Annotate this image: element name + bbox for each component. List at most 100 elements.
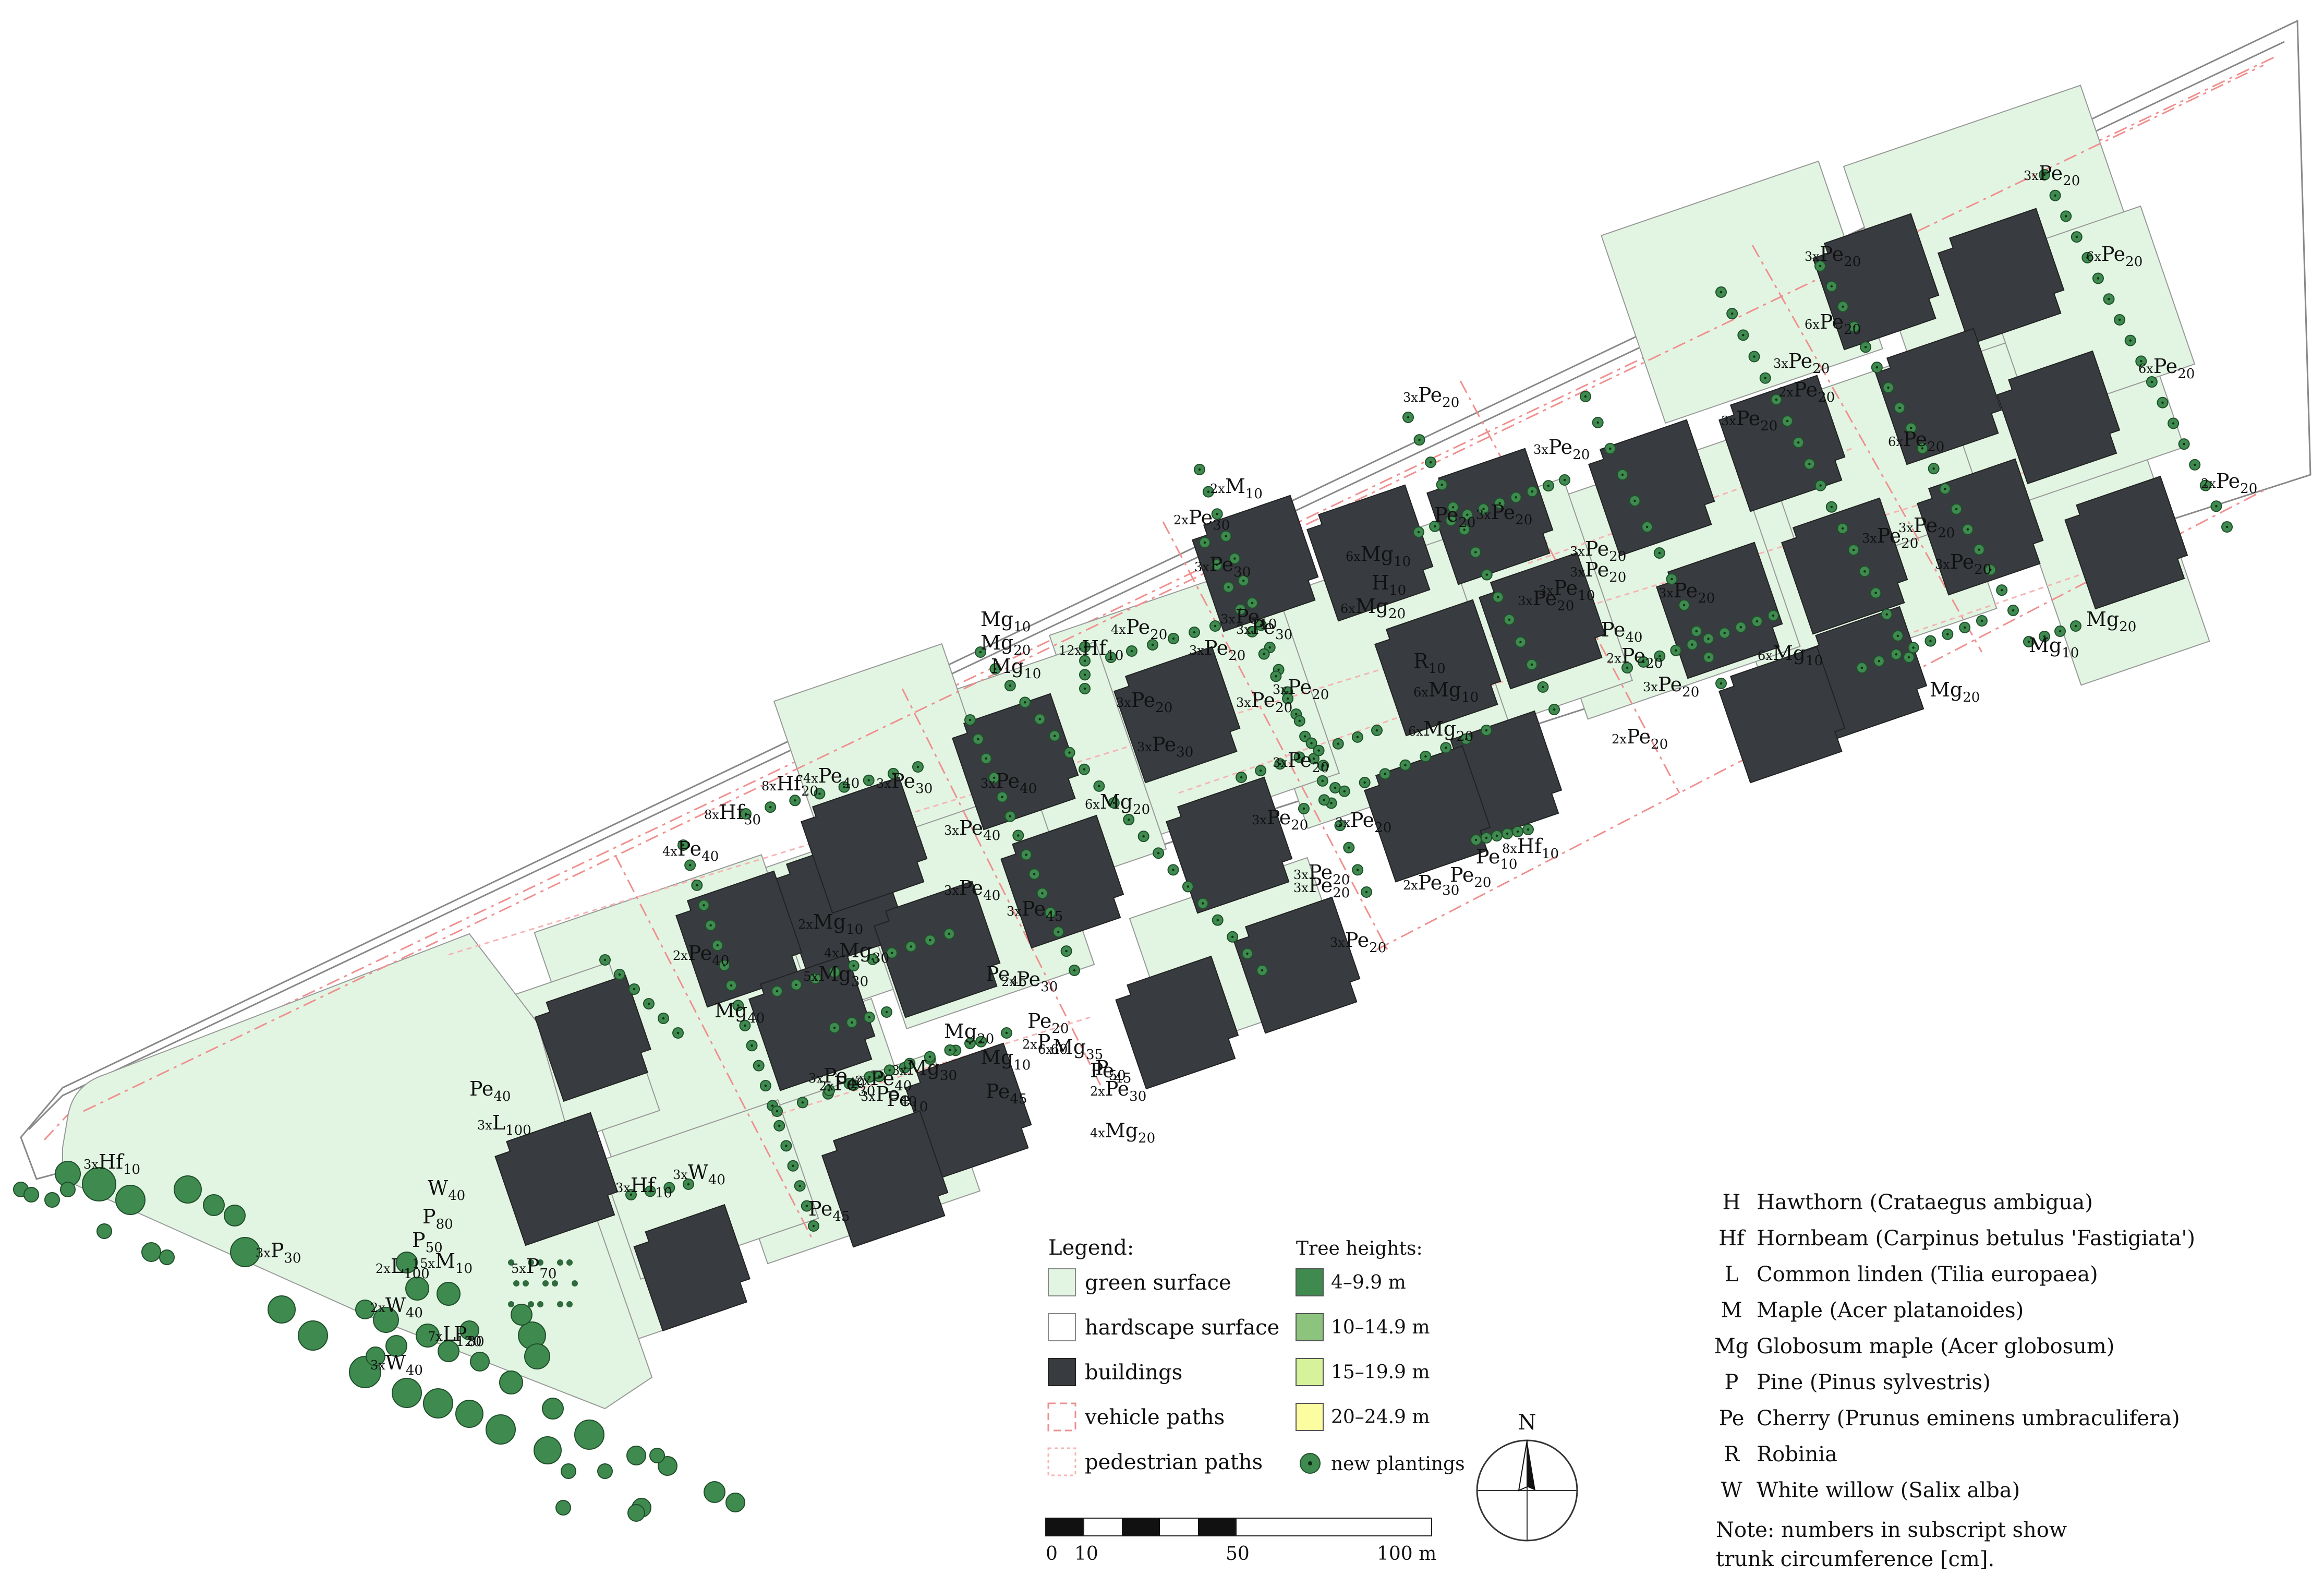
new-planting-tree — [732, 1000, 744, 1012]
young-maple — [566, 1301, 573, 1307]
new-planting-tree — [881, 1006, 892, 1018]
plant-label: Pe10 — [1476, 845, 1517, 872]
new-planting-tree — [964, 1038, 976, 1049]
mature-tree — [82, 1167, 116, 1201]
north-label: N — [1518, 1411, 1536, 1435]
new-planting-tree — [1782, 415, 1794, 427]
plant-label: 3xPe20 — [1252, 806, 1308, 833]
new-planting-tree — [1001, 1027, 1012, 1039]
new-planting-tree — [1105, 652, 1117, 663]
new-planting-tree — [677, 839, 689, 851]
new-planting-tree — [975, 646, 986, 658]
path-line — [1459, 380, 1680, 794]
mature-tree — [366, 1346, 385, 1366]
new-planting-tree — [1425, 456, 1437, 468]
species-name-p: Pine (Pinus sylvestris) — [1757, 1370, 1991, 1394]
mature-tree — [459, 1320, 479, 1340]
plant-label: 3xPe20 — [1330, 929, 1386, 956]
new-planting-tree — [1735, 621, 1747, 633]
new-planting-tree — [1470, 546, 1482, 558]
buildings-swatch — [1048, 1358, 1076, 1386]
new-planting-tree — [887, 767, 899, 779]
species-code-mg: Mg — [1714, 1334, 1749, 1358]
new-planting-tree — [1924, 635, 1936, 647]
height-15-swatch — [1296, 1358, 1324, 1386]
new-planting-tree — [599, 954, 611, 966]
plant-label: 6xMg20 — [1340, 595, 1406, 622]
new-planting-tree — [1666, 573, 1678, 585]
new-planting-tree — [943, 928, 955, 940]
mature-tree — [423, 1388, 453, 1418]
new-planting-tree — [1726, 308, 1738, 320]
new-planting-tree — [1848, 321, 1860, 333]
new-planting-tree — [1316, 775, 1328, 787]
plant-label: 6xMg10 — [1346, 543, 1411, 570]
new-planting-tree — [1860, 341, 1872, 353]
new-planting-tree — [1715, 286, 1727, 298]
mature-tree — [574, 1420, 604, 1450]
new-planting-tree — [1063, 747, 1075, 759]
plant-label: 3xPe30 — [1137, 733, 1193, 760]
new-planting-tree — [1856, 662, 1868, 674]
new-planting-tree — [1241, 947, 1253, 959]
new-planting-tree — [1510, 491, 1522, 503]
new-planting-tree — [1220, 530, 1232, 542]
new-planting-tree — [1837, 300, 1849, 312]
new-planting-tree — [975, 1036, 987, 1048]
plant-label: 12xHf10 — [1059, 636, 1123, 664]
new-planting-tree — [1653, 547, 1665, 559]
mature-tree — [437, 1282, 461, 1306]
new-planting-tree — [1036, 887, 1048, 899]
new-planting-tree — [2071, 231, 2083, 243]
plant-label: 3xPe45 — [1007, 897, 1063, 924]
new-planting-tree — [1211, 508, 1223, 520]
path-line — [1376, 487, 2269, 951]
mature-tree — [405, 1277, 429, 1301]
mature-tree — [416, 1324, 440, 1348]
new-planting-tree — [1189, 627, 1200, 638]
new-planting-tree — [2124, 334, 2136, 346]
plant-label: 3xPe20 — [1898, 514, 1955, 541]
new-planting-tree — [2189, 459, 2201, 471]
new-planting-tree — [740, 808, 752, 820]
young-maple — [513, 1280, 519, 1287]
new-planting-tree — [1951, 503, 1963, 515]
new-planting-tree — [883, 1064, 895, 1076]
plant-label: 7xL120 — [428, 1322, 482, 1350]
species-name-pe: Cherry (Prunus eminens umbraculifera) — [1757, 1406, 2180, 1430]
building — [874, 881, 1001, 1018]
new-planting-tree — [824, 1085, 835, 1096]
new-plantings-label: new plantings — [1331, 1453, 1465, 1475]
new-planting-tree — [1592, 417, 1604, 428]
plant-label: 6xPe20 — [2086, 243, 2143, 270]
new-planting-tree — [1770, 393, 1782, 405]
new-planting-tree — [1236, 772, 1247, 783]
mature-tree — [626, 1446, 646, 1465]
plant-label: 2xPe20 — [1778, 378, 1835, 405]
new-planting-tree — [2081, 251, 2093, 263]
new-planting-tree — [924, 934, 936, 946]
pedestrian-paths-swatch — [1047, 1447, 1076, 1476]
height-4-swatch — [1296, 1268, 1324, 1296]
new-planting-tree — [1905, 422, 1917, 434]
mature-tree — [470, 1352, 490, 1372]
new-planting-tree — [1616, 469, 1628, 480]
new-planting-tree — [1548, 704, 1560, 715]
plant-label: Pe45 — [986, 1080, 1027, 1107]
new-planting-tree — [746, 1040, 758, 1052]
new-planting-tree — [672, 1027, 684, 1039]
building — [633, 1204, 751, 1331]
new-planting-tree — [838, 781, 850, 793]
plant-label: H10 — [1372, 571, 1406, 598]
plant-label: 4xPe20 — [1111, 616, 1167, 643]
new-planting-tree — [1580, 391, 1591, 402]
plant-label: Mg20 — [944, 1020, 994, 1047]
new-planting-tree — [1420, 751, 1432, 762]
new-planting-tree — [739, 1019, 751, 1031]
new-planting-tree — [2146, 376, 2158, 388]
new-planting-tree — [1379, 768, 1391, 780]
species-name-r: Robinia — [1757, 1442, 1837, 1466]
new-planting-tree — [1881, 608, 1893, 620]
plant-label: 8xHf10 — [1502, 835, 1559, 862]
new-planting-tree — [1399, 759, 1411, 771]
